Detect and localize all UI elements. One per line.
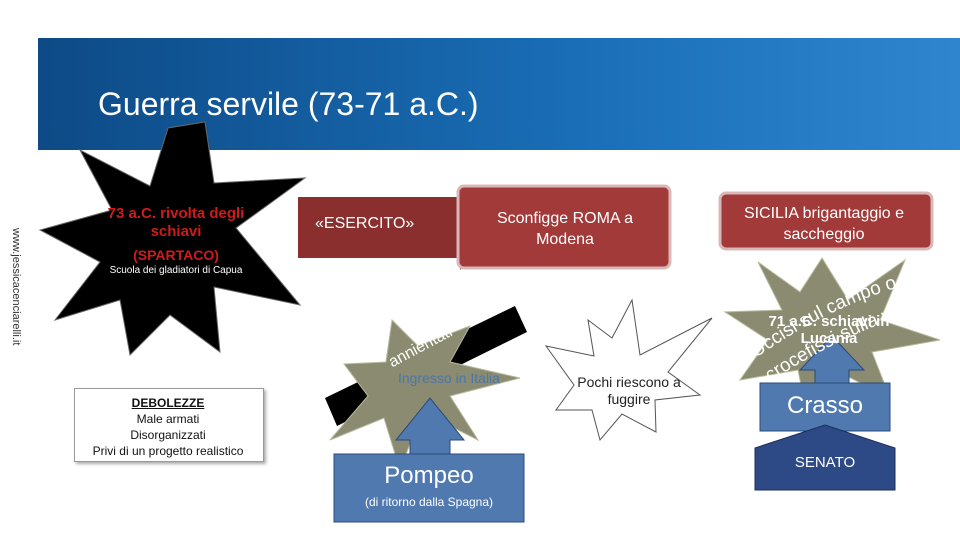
senato-label: SENATO (794, 454, 856, 471)
esercito-label: «ESERCITO» (315, 215, 415, 232)
uccisi-hidden-label: 71 a.C. schiavi in Lucania (768, 313, 890, 347)
debolezze-item: Male armati (136, 412, 200, 426)
senato-shape (754, 424, 896, 491)
debolezze-box (74, 388, 264, 462)
debolezze-title: DEBOLEZZE (131, 396, 205, 410)
slide-title: Guerra servile (73-71 a.C.) (98, 86, 479, 122)
rivolta-text: 73 a.C. rivolta degli schiavi (107, 205, 245, 240)
spartaco-text: (SPARTACO) (133, 247, 219, 263)
pochi-label: Pochi riescono a fuggire (577, 374, 681, 407)
sconfigge-label: Sconfigge ROMA a Modena (496, 210, 634, 248)
gladiatori-caption: Scuola dei gladiatori di Capua (109, 265, 243, 276)
pompeo-box-shape (333, 453, 525, 523)
pompeo-label: Pompeo (384, 462, 474, 489)
sconfigge-box-shape (456, 184, 672, 270)
ingresso-label: Ingresso in Italia (398, 370, 500, 386)
pompeo-sub: (di ritorno dalla Spagna) (364, 495, 494, 509)
uccisi-arc-line2: crocefissi sulla via Appia (748, 260, 925, 380)
pochi-burst-shape (544, 298, 713, 442)
uccisi-arc-text: Uccisi sul campo o crocefissi sulla via … (748, 260, 925, 380)
pompeo-arrow-shape (394, 397, 466, 456)
crasso-box-shape (759, 382, 891, 432)
esercito-arrow-shape (298, 185, 500, 270)
crasso-label: Crasso (786, 392, 864, 419)
debolezze-item: Privi di un progetto realistico (92, 444, 244, 458)
spartaco-burst-shape (38, 121, 307, 357)
sicilia-label: SICILIA brigantaggio e saccheggio (743, 205, 905, 243)
sicilia-box-shape (718, 191, 934, 251)
debolezze-item: Disorganizzati (130, 428, 206, 442)
